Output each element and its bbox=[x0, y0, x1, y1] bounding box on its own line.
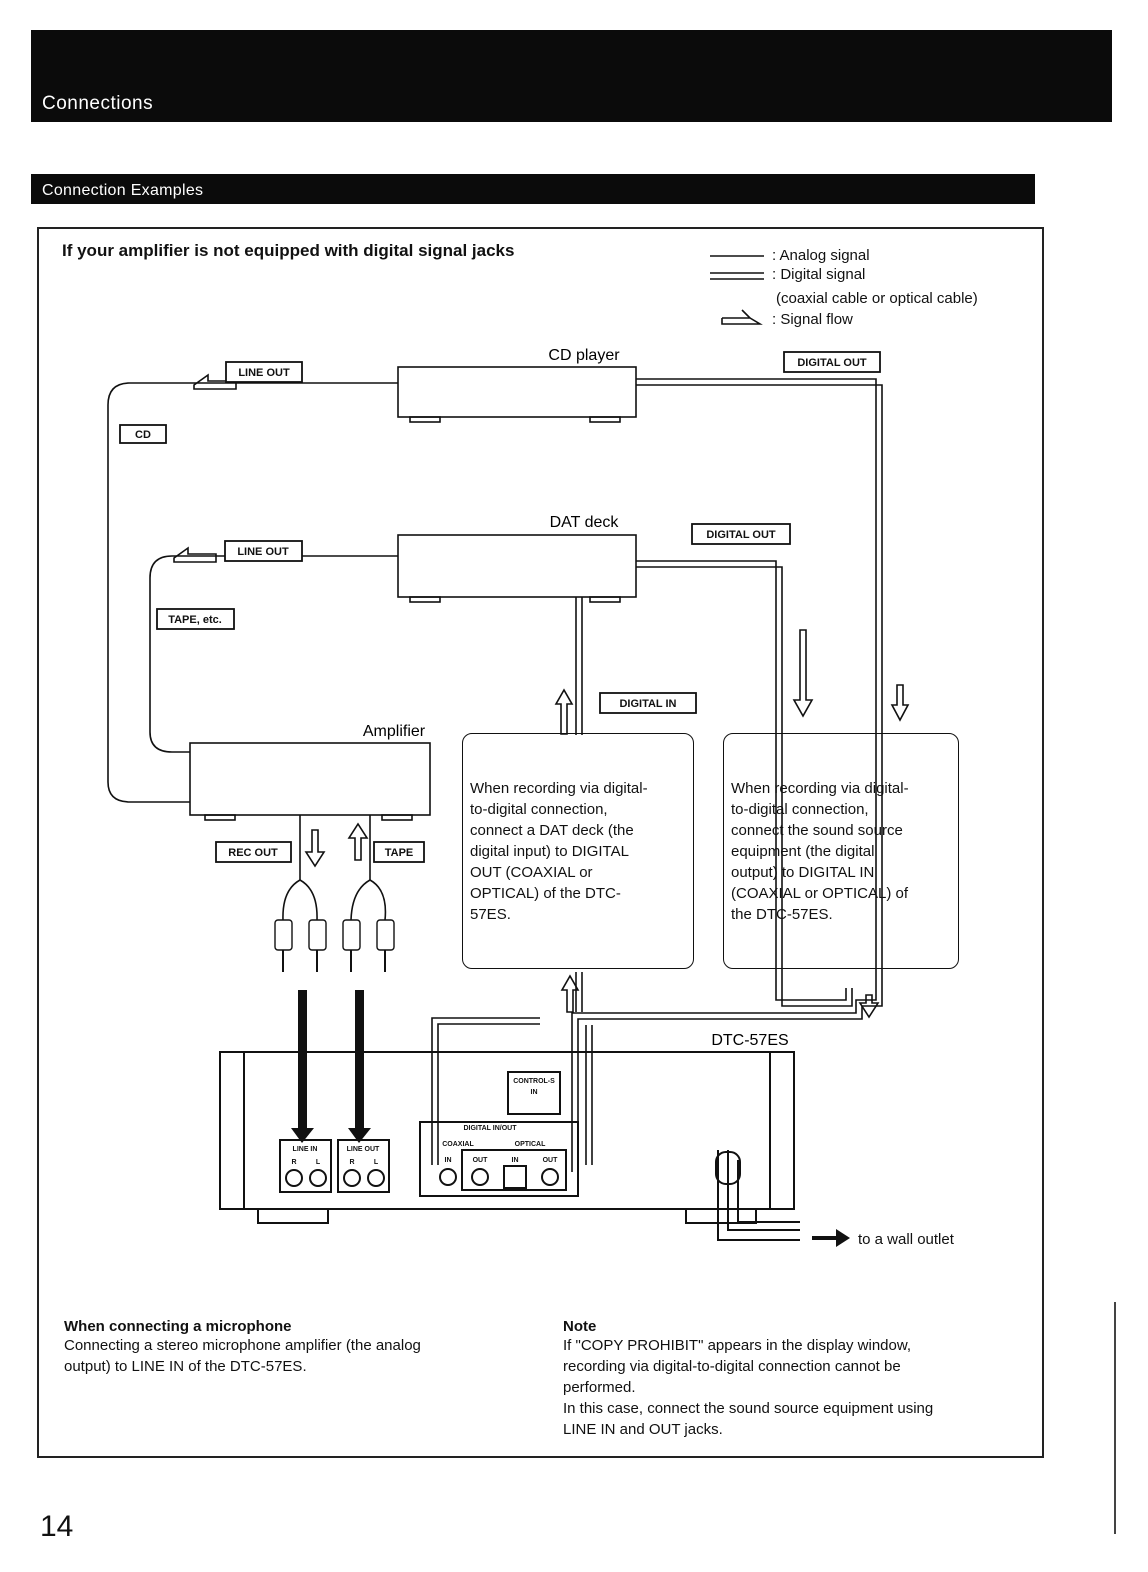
panel-optical-out: OUT bbox=[543, 1157, 559, 1164]
svg-text:L: L bbox=[374, 1159, 379, 1166]
wall-outlet-arrow bbox=[812, 1229, 850, 1247]
label-cd-digital-out: DIGITAL OUT bbox=[797, 357, 867, 369]
analog-cable-dat bbox=[149, 555, 398, 753]
digital-inout-block bbox=[419, 1121, 579, 1197]
label-digital-in: DIGITAL IN bbox=[619, 698, 676, 710]
legend-analog-label: : Analog signal bbox=[772, 247, 870, 264]
digital-cable-dat-b bbox=[636, 566, 853, 1007]
panel-coaxial-in: IN bbox=[445, 1157, 452, 1164]
flow-arrow-cd-digital-out bbox=[890, 684, 910, 722]
svg-text:R: R bbox=[349, 1159, 354, 1166]
panel-line-in: LINE IN bbox=[293, 1146, 318, 1153]
label-tape: TAPE bbox=[385, 847, 414, 859]
rca-plug-3 bbox=[342, 919, 361, 951]
flow-arrow-digital-in bbox=[554, 688, 574, 735]
callout-right-text: When recording via digital- to-digital c… bbox=[731, 780, 909, 923]
svg-text:L: L bbox=[316, 1159, 321, 1166]
dat-deck-box bbox=[397, 534, 637, 598]
analog-cable-cd bbox=[107, 382, 398, 803]
legend-flow-label: : Signal flow bbox=[772, 311, 853, 328]
page-title: Connections bbox=[42, 93, 154, 114]
panel-control-s: CONTROL-S bbox=[513, 1078, 555, 1085]
amplifier-foot-left bbox=[204, 814, 236, 821]
cd-player-box bbox=[397, 366, 637, 418]
legend-digital-label: : Digital signal bbox=[772, 266, 866, 283]
flow-arrow-dat-line-out bbox=[173, 546, 217, 563]
dat-deck-foot-left bbox=[409, 596, 441, 603]
panel-optical: OPTICAL bbox=[515, 1141, 546, 1148]
power-cord bbox=[717, 1150, 800, 1241]
diagram-title: If your amplifier is not equipped with d… bbox=[62, 241, 515, 260]
control-s-block bbox=[507, 1071, 561, 1115]
digital-cable-cd-a bbox=[571, 378, 877, 1172]
section-title: Connection Examples bbox=[42, 182, 204, 199]
panel-coaxial-out: OUT bbox=[473, 1157, 489, 1164]
amplifier-box bbox=[189, 742, 431, 816]
dtc-foot-left bbox=[257, 1208, 329, 1224]
cd-player-name: CD player bbox=[548, 347, 620, 364]
callout-left-box bbox=[462, 733, 694, 969]
microphone-heading: When connecting a microphone bbox=[64, 1318, 292, 1335]
digital-coaxial-cable-a bbox=[431, 1017, 540, 1165]
amplifier-name: Amplifier bbox=[363, 723, 426, 740]
dtc-foot-right bbox=[685, 1208, 757, 1224]
insert-arrow-line-out bbox=[355, 990, 364, 1128]
section-band bbox=[31, 174, 1035, 204]
label-cd: CD bbox=[135, 429, 151, 441]
flow-arrow-dtc-in bbox=[858, 994, 880, 1019]
margin-rule bbox=[1114, 1302, 1116, 1534]
dtc-rear-panel bbox=[219, 1051, 795, 1210]
label-cd-line-out: LINE OUT bbox=[238, 367, 290, 379]
amplifier-foot-right bbox=[381, 814, 413, 821]
tape-split bbox=[350, 879, 387, 921]
flow-arrow-tape bbox=[347, 822, 369, 861]
copy-prohibit-note: Note If "COPY PROHIBIT" appears in the d… bbox=[563, 1318, 1023, 1440]
label-dat-line-out: LINE OUT bbox=[237, 546, 289, 558]
digital-cable-dat-a bbox=[636, 560, 847, 1001]
panel-line-out: LINE OUT bbox=[347, 1146, 380, 1153]
dat-deck-foot-right bbox=[589, 596, 621, 603]
cd-player-foot-left bbox=[409, 416, 441, 423]
insert-arrow-line-in bbox=[298, 990, 307, 1128]
note-heading: Note bbox=[563, 1318, 597, 1335]
line-out-jack-block bbox=[337, 1139, 390, 1193]
flow-arrow-dat-digital-out bbox=[792, 629, 814, 718]
callout-left-text: When recording via digital- to-digital c… bbox=[470, 780, 648, 923]
flow-arrow-dtc-out bbox=[560, 974, 580, 1013]
callout-right-box bbox=[723, 733, 959, 969]
diagram-frame bbox=[37, 227, 1044, 1458]
legend-digital-note: (coaxial cable or optical cable) bbox=[776, 290, 978, 307]
microphone-note: When connecting a microphone Connecting … bbox=[64, 1318, 524, 1377]
header-band bbox=[31, 30, 1112, 122]
line-in-jack-block bbox=[279, 1139, 332, 1193]
wall-outlet-label: to a wall outlet bbox=[858, 1231, 955, 1248]
label-rec-out: REC OUT bbox=[228, 847, 278, 859]
dat-deck-name: DAT deck bbox=[550, 514, 620, 531]
label-tape-etc: TAPE, etc. bbox=[168, 614, 222, 626]
svg-text:R: R bbox=[291, 1159, 296, 1166]
panel-control-s-in: IN bbox=[531, 1089, 538, 1096]
rca-plug-4 bbox=[376, 919, 395, 951]
rca-plug-2 bbox=[308, 919, 327, 951]
cd-player-foot-right bbox=[589, 416, 621, 423]
panel-optical-in: IN bbox=[512, 1157, 519, 1164]
page-number: 14 bbox=[40, 1510, 74, 1543]
legend-flow-arrow bbox=[721, 309, 763, 325]
rec-out-split bbox=[282, 879, 318, 921]
flow-arrow-rec-out bbox=[304, 829, 326, 868]
dtc-name: DTC-57ES bbox=[711, 1032, 788, 1049]
label-dat-digital-out: DIGITAL OUT bbox=[706, 529, 776, 541]
rca-plug-1 bbox=[274, 919, 293, 951]
digital-coaxial-cable-b bbox=[437, 1023, 540, 1165]
panel-digital-inout: DIGITAL IN/OUT bbox=[463, 1125, 517, 1132]
panel-coaxial: COAXIAL bbox=[442, 1141, 474, 1148]
